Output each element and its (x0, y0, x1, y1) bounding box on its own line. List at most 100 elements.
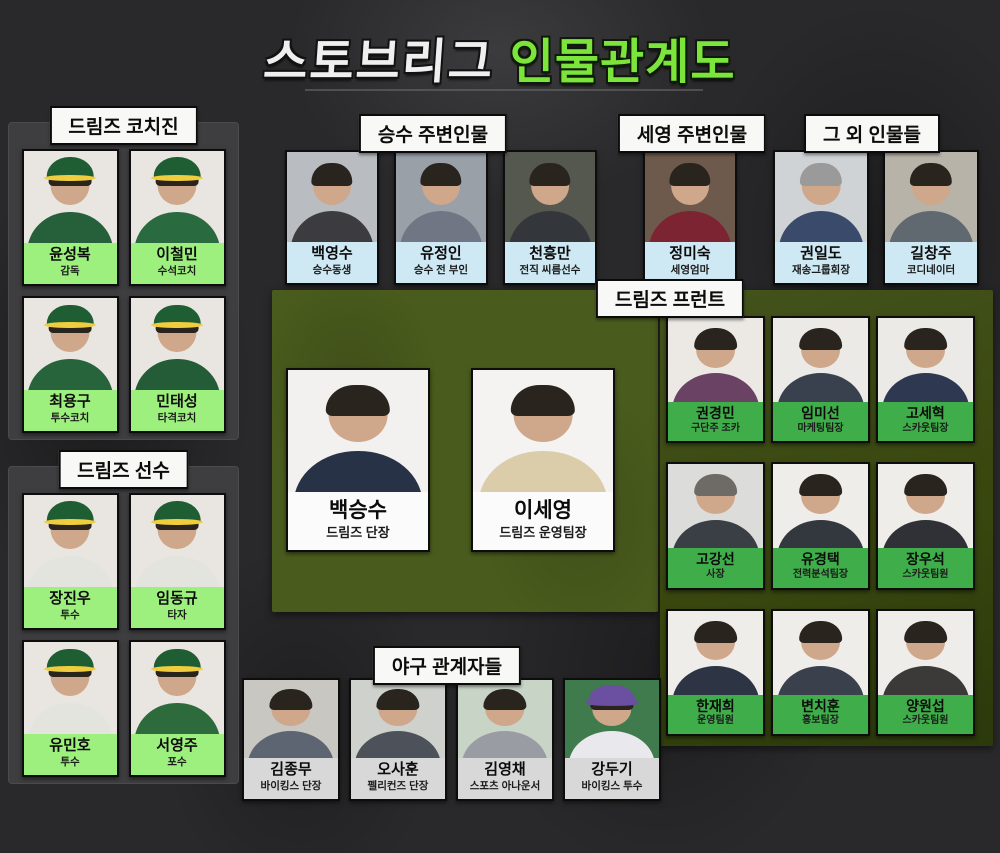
person-label: 임동규 타자 (130, 587, 224, 629)
person-name: 이철민 (156, 246, 198, 263)
person-avatar (505, 152, 595, 242)
others-card-row: 권일도 재송그룹회장 길창주 코디네이터 (773, 150, 979, 286)
avatar-body (778, 211, 864, 242)
avatar-body (776, 519, 865, 549)
person-avatar (288, 370, 428, 492)
person-label: 양원섭 스카웃팀원 (878, 694, 973, 734)
person-avatar (878, 318, 973, 402)
person-name: 최용구 (49, 393, 91, 411)
person-card: 권경민 구단주 조카 (666, 316, 765, 444)
avatar-body (293, 450, 423, 492)
person-card: 윤성복 감독 (21, 149, 119, 287)
person-label: 이철민 수석코치 (130, 243, 224, 285)
avatar-hair (799, 162, 843, 187)
avatar-body (671, 519, 760, 549)
avatar-hair (483, 689, 527, 710)
section-dreams-players: 드림즈 선수 장진우 투수 (8, 450, 239, 784)
avatar-hair (693, 474, 738, 497)
avatar-body (671, 373, 760, 402)
baseball-cap-icon (46, 501, 94, 523)
section-heading-coaches: 드림즈 코치진 (49, 106, 198, 145)
person-role: 투수코치 (50, 412, 90, 425)
avatar-hair (376, 689, 420, 710)
person-role: 운영팀원 (697, 715, 734, 727)
person-name: 민태성 (156, 393, 198, 411)
avatar-body (508, 211, 592, 242)
person-label: 한재희 운영팀원 (668, 694, 763, 734)
avatar-body (27, 555, 113, 587)
person-name: 한재희 (696, 697, 735, 714)
cap-brim-icon (150, 174, 204, 182)
person-name: 장우석 (906, 551, 945, 568)
avatar-hair (420, 162, 462, 187)
person-avatar (23, 298, 117, 391)
person-card: 백승수 드림즈 단장 (286, 368, 430, 553)
person-label: 강두기 바이킹스 투수 (565, 758, 659, 800)
person-name: 서영주 (156, 737, 198, 755)
person-label: 유정인 승수 전 부인 (396, 242, 486, 284)
person-name: 장진우 (49, 590, 91, 607)
person-avatar (23, 642, 117, 735)
person-role: 스카웃팀원 (902, 569, 949, 581)
person-role: 구단주 조카 (691, 422, 740, 434)
person-avatar (23, 495, 117, 587)
person-card: 양원섭 스카웃팀원 (876, 608, 975, 736)
person-name: 정미숙 (669, 245, 711, 262)
baseball-cap-icon (153, 648, 201, 670)
person-avatar (773, 318, 868, 402)
avatar-hair (311, 162, 353, 187)
person-label: 길창주 코디네이터 (885, 242, 977, 284)
person-avatar (351, 680, 445, 758)
baseball-card-row: 김종무 바이킹스 단장 오사훈 펠리컨즈 단장 (242, 678, 661, 802)
page-title: 스토브리그 인물관계도 (0, 22, 1000, 92)
person-label: 김영채 스포츠 아나운서 (458, 758, 552, 800)
section-heading-players: 드림즈 선수 (58, 450, 189, 489)
person-name: 권경민 (696, 405, 735, 421)
cap-brim-icon (150, 666, 204, 673)
section-heading-seungsoo: 승수 주변인물 (358, 114, 508, 153)
avatar-body (134, 555, 220, 587)
person-role: 코디네이터 (906, 264, 956, 276)
cap-brim-icon (150, 322, 204, 329)
person-card: 백영수 승수동생 (285, 150, 379, 286)
person-avatar (396, 152, 486, 242)
person-name: 유민호 (49, 737, 91, 755)
person-card: 민태성 타격코치 (128, 296, 226, 434)
person-label: 오사훈 펠리컨즈 단장 (351, 758, 445, 800)
avatar-hair (798, 620, 843, 643)
person-avatar (668, 318, 763, 402)
person-name: 고세혁 (906, 405, 945, 421)
avatar-body (27, 211, 113, 243)
person-name: 권일도 (800, 245, 842, 262)
person-label: 최용구 투수코치 (23, 390, 117, 432)
person-role: 펠리컨즈 단장 (367, 780, 429, 792)
avatar-body (776, 666, 865, 695)
avatar-body (134, 702, 220, 735)
person-role: 투수 (60, 609, 80, 621)
baseball-cap-icon (46, 157, 94, 179)
person-label: 천흥만 전직 씨름선수 (505, 242, 595, 284)
person-role: 바이킹스 단장 (260, 780, 322, 792)
person-label: 유경택 전력분석팀장 (773, 548, 868, 588)
person-card: 변치훈 홍보팀장 (771, 608, 870, 736)
avatar-body (247, 731, 335, 758)
avatar-hair (529, 162, 571, 187)
person-card: 한재희 운영팀원 (666, 608, 765, 736)
avatar-hair (693, 328, 738, 350)
person-label: 서영주 포수 (130, 734, 224, 776)
person-label: 변치훈 홍보팀장 (773, 694, 868, 734)
person-label: 백승수 드림즈 단장 (288, 492, 428, 551)
avatar-body (354, 731, 442, 758)
person-name: 윤성복 (49, 246, 91, 263)
person-card: 오사훈 펠리컨즈 단장 (349, 678, 447, 802)
cap-brim-icon (43, 518, 97, 526)
person-card: 권일도 재송그룹회장 (773, 150, 869, 286)
avatar-hair (798, 474, 843, 497)
person-label: 유민호 투수 (23, 734, 117, 776)
person-avatar (23, 151, 117, 243)
avatar-body (27, 358, 113, 391)
cap-brim-icon (43, 322, 97, 329)
person-name: 백승수 (329, 499, 387, 522)
person-name: 임미선 (801, 405, 840, 421)
